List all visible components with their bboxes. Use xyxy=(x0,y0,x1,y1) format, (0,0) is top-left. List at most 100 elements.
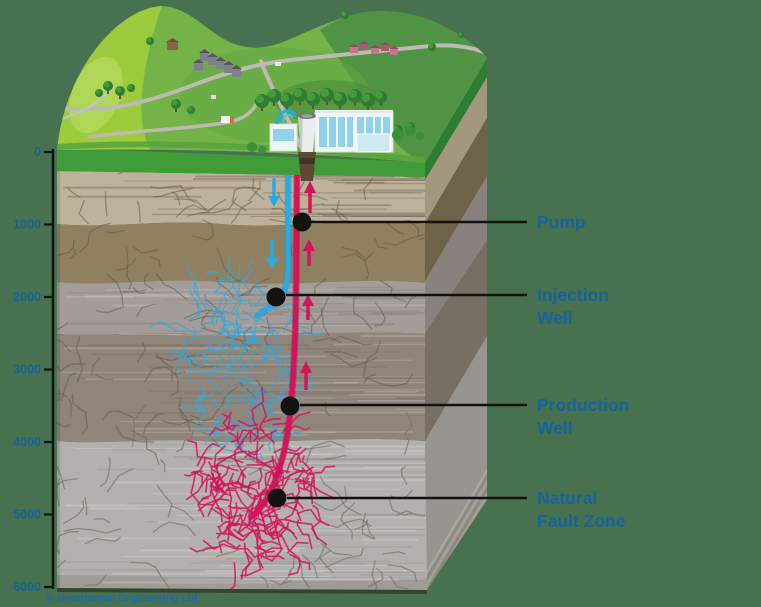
fracture xyxy=(248,429,273,441)
up-arrowhead-icon xyxy=(300,361,312,373)
fracture xyxy=(196,442,220,467)
crack xyxy=(179,184,196,204)
up-arrowhead-icon xyxy=(304,181,316,193)
wellhead-band xyxy=(299,158,315,164)
fracture xyxy=(231,479,260,489)
hot-water-up-arrows xyxy=(300,181,316,390)
depth-label-5000: 5000 xyxy=(13,508,41,522)
farm-roof xyxy=(166,38,179,42)
farm-building xyxy=(167,42,178,50)
crack xyxy=(264,316,271,346)
side-stripe xyxy=(425,57,487,590)
hamlet-roof xyxy=(380,42,390,45)
fracture xyxy=(283,503,302,522)
fracture xyxy=(187,439,213,460)
fracture xyxy=(286,541,309,554)
callout-dot xyxy=(266,287,286,307)
fracture xyxy=(196,394,207,430)
fracture xyxy=(207,498,230,517)
fracture xyxy=(240,376,247,391)
fracture xyxy=(270,355,281,372)
crack xyxy=(136,342,147,364)
crack xyxy=(84,536,122,545)
tree-highlight xyxy=(293,88,303,98)
fracture xyxy=(282,526,298,540)
crack xyxy=(374,302,387,327)
crack xyxy=(106,468,134,493)
fracture xyxy=(219,330,232,339)
crack xyxy=(198,430,224,451)
wellhead-casing xyxy=(298,152,316,181)
crack xyxy=(93,518,111,524)
fracture xyxy=(228,342,243,353)
fracture xyxy=(246,463,277,470)
crack xyxy=(84,496,88,516)
fracture xyxy=(234,440,247,479)
fracture xyxy=(222,467,247,485)
crack xyxy=(142,412,165,435)
fracture xyxy=(197,486,238,512)
fracture xyxy=(287,553,301,576)
fracture xyxy=(240,484,253,496)
crack xyxy=(374,238,387,249)
block-front-face xyxy=(57,150,427,594)
fracture xyxy=(216,264,241,282)
fracture xyxy=(298,330,322,339)
crack xyxy=(66,187,81,199)
crack xyxy=(396,510,425,520)
fracture xyxy=(233,398,255,410)
fracture xyxy=(236,310,250,320)
fracture xyxy=(267,525,290,537)
callout-injection-well: Injection Well xyxy=(266,285,609,328)
side-grass-edge xyxy=(425,57,487,180)
crack xyxy=(71,392,88,435)
crack xyxy=(387,564,418,583)
fracture xyxy=(257,391,272,413)
village-buildings xyxy=(166,38,399,77)
depth-label-4000: 4000 xyxy=(13,435,41,449)
fracture xyxy=(209,344,225,361)
fracture xyxy=(263,417,282,424)
crack xyxy=(190,407,219,422)
crack xyxy=(90,357,101,377)
tree-highlight xyxy=(306,92,316,102)
fracture xyxy=(187,301,200,321)
fracture xyxy=(183,345,192,364)
hamlet-house xyxy=(360,44,368,50)
callout-dot xyxy=(280,396,300,416)
fracture xyxy=(254,387,279,401)
crack xyxy=(152,187,193,198)
fracture xyxy=(189,546,219,553)
house-roof xyxy=(215,57,226,61)
fracture xyxy=(212,469,221,500)
fracture xyxy=(191,336,210,341)
crack xyxy=(324,547,365,569)
fracture xyxy=(211,508,244,520)
crack xyxy=(57,559,67,578)
fracture xyxy=(194,393,206,414)
fracture xyxy=(227,256,231,279)
fracture xyxy=(267,423,277,451)
crack xyxy=(104,191,108,217)
crack xyxy=(243,326,254,350)
crack xyxy=(320,307,330,337)
tree-highlight xyxy=(127,84,133,90)
cooling-tower-mouth xyxy=(301,114,313,118)
house xyxy=(224,65,233,73)
fracture xyxy=(285,451,300,474)
crack xyxy=(69,248,77,260)
crack xyxy=(57,478,61,507)
fracture xyxy=(227,472,235,520)
fracture xyxy=(264,468,277,494)
callout-label: Well xyxy=(537,418,573,438)
truck-cab xyxy=(230,117,234,123)
crack xyxy=(363,372,414,388)
bush xyxy=(258,146,266,154)
bush xyxy=(247,142,257,152)
fracture xyxy=(242,334,255,355)
hamlet-roof xyxy=(370,45,380,48)
fracture xyxy=(190,470,203,474)
bottom-edge xyxy=(57,588,427,594)
crack xyxy=(174,198,207,211)
crack xyxy=(305,440,345,466)
